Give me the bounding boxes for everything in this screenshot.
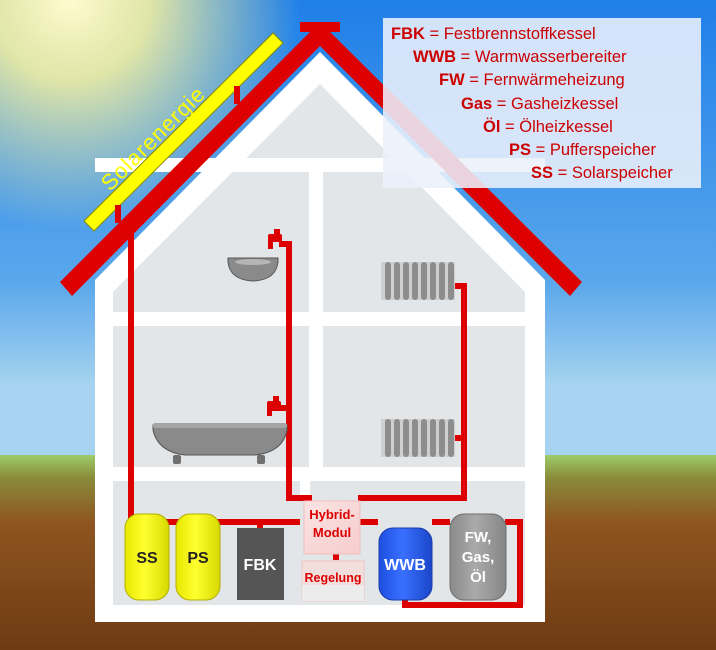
hot-water-pipe xyxy=(279,241,312,501)
legend-separator: = xyxy=(535,141,546,160)
fbk-label: FBK xyxy=(244,557,277,574)
legend-abbr: WWB xyxy=(413,48,457,67)
legend-separator: = xyxy=(496,94,507,113)
fw-gas-oil-boiler: FW, Gas, Öl xyxy=(449,513,507,601)
ss-label: SS xyxy=(136,550,158,567)
legend-separator: = xyxy=(469,71,479,90)
ss-tank: SS xyxy=(124,513,170,601)
ps-tank: PS xyxy=(175,513,221,601)
legend-row-oel: Öl = Ölheizkessel xyxy=(391,116,689,139)
legend: FBK = Festbrennstoffkessel WWB = Warmwas… xyxy=(383,18,701,188)
fw-label-line1: FW, xyxy=(465,529,492,546)
sink xyxy=(227,257,279,282)
hybrid-label-line2: Modul xyxy=(313,525,351,540)
radiator-lower xyxy=(381,419,455,457)
legend-row-fw: FW = Fernwärmeheizung xyxy=(391,69,689,92)
radiator-upper xyxy=(381,262,455,300)
legend-separator: = xyxy=(505,117,515,136)
legend-abbr: FW xyxy=(439,71,465,90)
legend-meaning: Ölheizkessel xyxy=(519,117,613,136)
regelung-label: Regelung xyxy=(305,571,362,585)
basement-post xyxy=(300,481,310,501)
fw-label-line2: Gas, xyxy=(462,549,495,566)
legend-meaning: Fernwärmeheizung xyxy=(483,71,625,90)
legend-separator: = xyxy=(460,48,471,67)
legend-abbr: Öl xyxy=(483,117,501,136)
roof-ridge xyxy=(300,22,340,32)
legend-row-fbk: FBK = Festbrennstoffkessel xyxy=(391,23,689,46)
legend-meaning: Solarspeicher xyxy=(571,164,673,183)
hybrid-module: Hybrid- Modul xyxy=(303,500,361,555)
legend-row-ss: SS = Solarspeicher xyxy=(391,162,689,185)
legend-row-gas: Gas = Gasheizkessel xyxy=(391,93,689,116)
solar-panel-mount xyxy=(234,86,240,104)
legend-meaning: Festbrennstoffkessel xyxy=(443,25,596,43)
legend-row-wwb: WWB = Warmwasserbereiter xyxy=(391,46,689,69)
legend-row-ps: PS = Pufferspeicher xyxy=(391,139,689,162)
legend-meaning: Gasheizkessel xyxy=(511,94,619,113)
wwb-tank: WWB xyxy=(378,527,433,601)
wwb-label: WWB xyxy=(384,557,426,574)
inner-wall xyxy=(309,172,323,467)
legend-separator: = xyxy=(429,25,440,43)
regelung-controller: Regelung xyxy=(301,560,365,602)
legend-meaning: Pufferspeicher xyxy=(549,141,656,160)
faucet-lower xyxy=(267,396,281,416)
ground-floor-slab xyxy=(95,467,545,481)
legend-abbr: Gas xyxy=(461,94,493,113)
pipes xyxy=(128,215,523,608)
hybrid-label-line1: Hybrid- xyxy=(309,507,355,522)
legend-abbr: PS xyxy=(509,141,532,160)
fbk-boiler: FBK xyxy=(237,528,284,600)
faucet-upper xyxy=(268,229,282,249)
legend-meaning: Warmwasserbereiter xyxy=(474,48,627,67)
solar-panel-mount xyxy=(115,205,121,223)
fw-label-line3: Öl xyxy=(470,569,486,586)
legend-abbr: SS xyxy=(531,164,554,183)
legend-separator: = xyxy=(557,164,568,183)
solar-panel xyxy=(83,32,284,232)
bathtub xyxy=(152,423,288,464)
ps-label: PS xyxy=(187,550,209,567)
legend-abbr: FBK xyxy=(391,25,425,43)
heating-riser xyxy=(358,283,467,501)
